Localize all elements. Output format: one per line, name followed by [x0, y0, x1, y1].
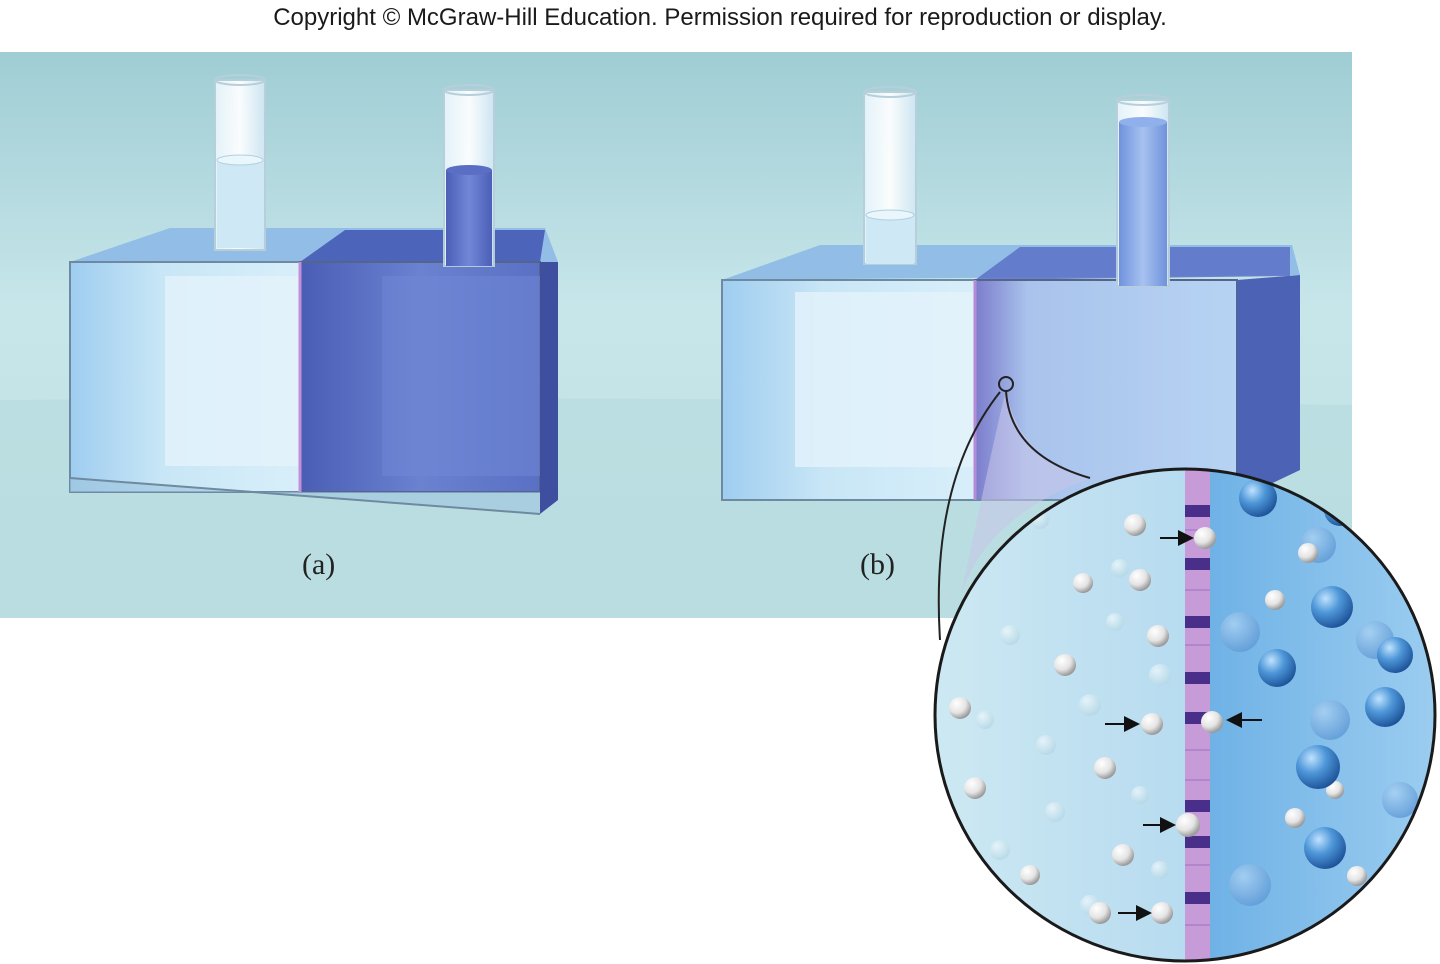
- apparatus-b: [721, 86, 1300, 501]
- water-particles: [949, 514, 1367, 924]
- apparatus-a: [69, 74, 558, 515]
- zoom-cone: [960, 391, 1090, 600]
- flow-arrows: [1105, 530, 1262, 921]
- panel-label-a: (a): [302, 548, 336, 581]
- zoom-circle-outline: [933, 467, 1437, 963]
- panel-label-b: (b): [860, 548, 895, 581]
- copyright-notice: Copyright © McGraw-Hill Education. Permi…: [273, 4, 1167, 31]
